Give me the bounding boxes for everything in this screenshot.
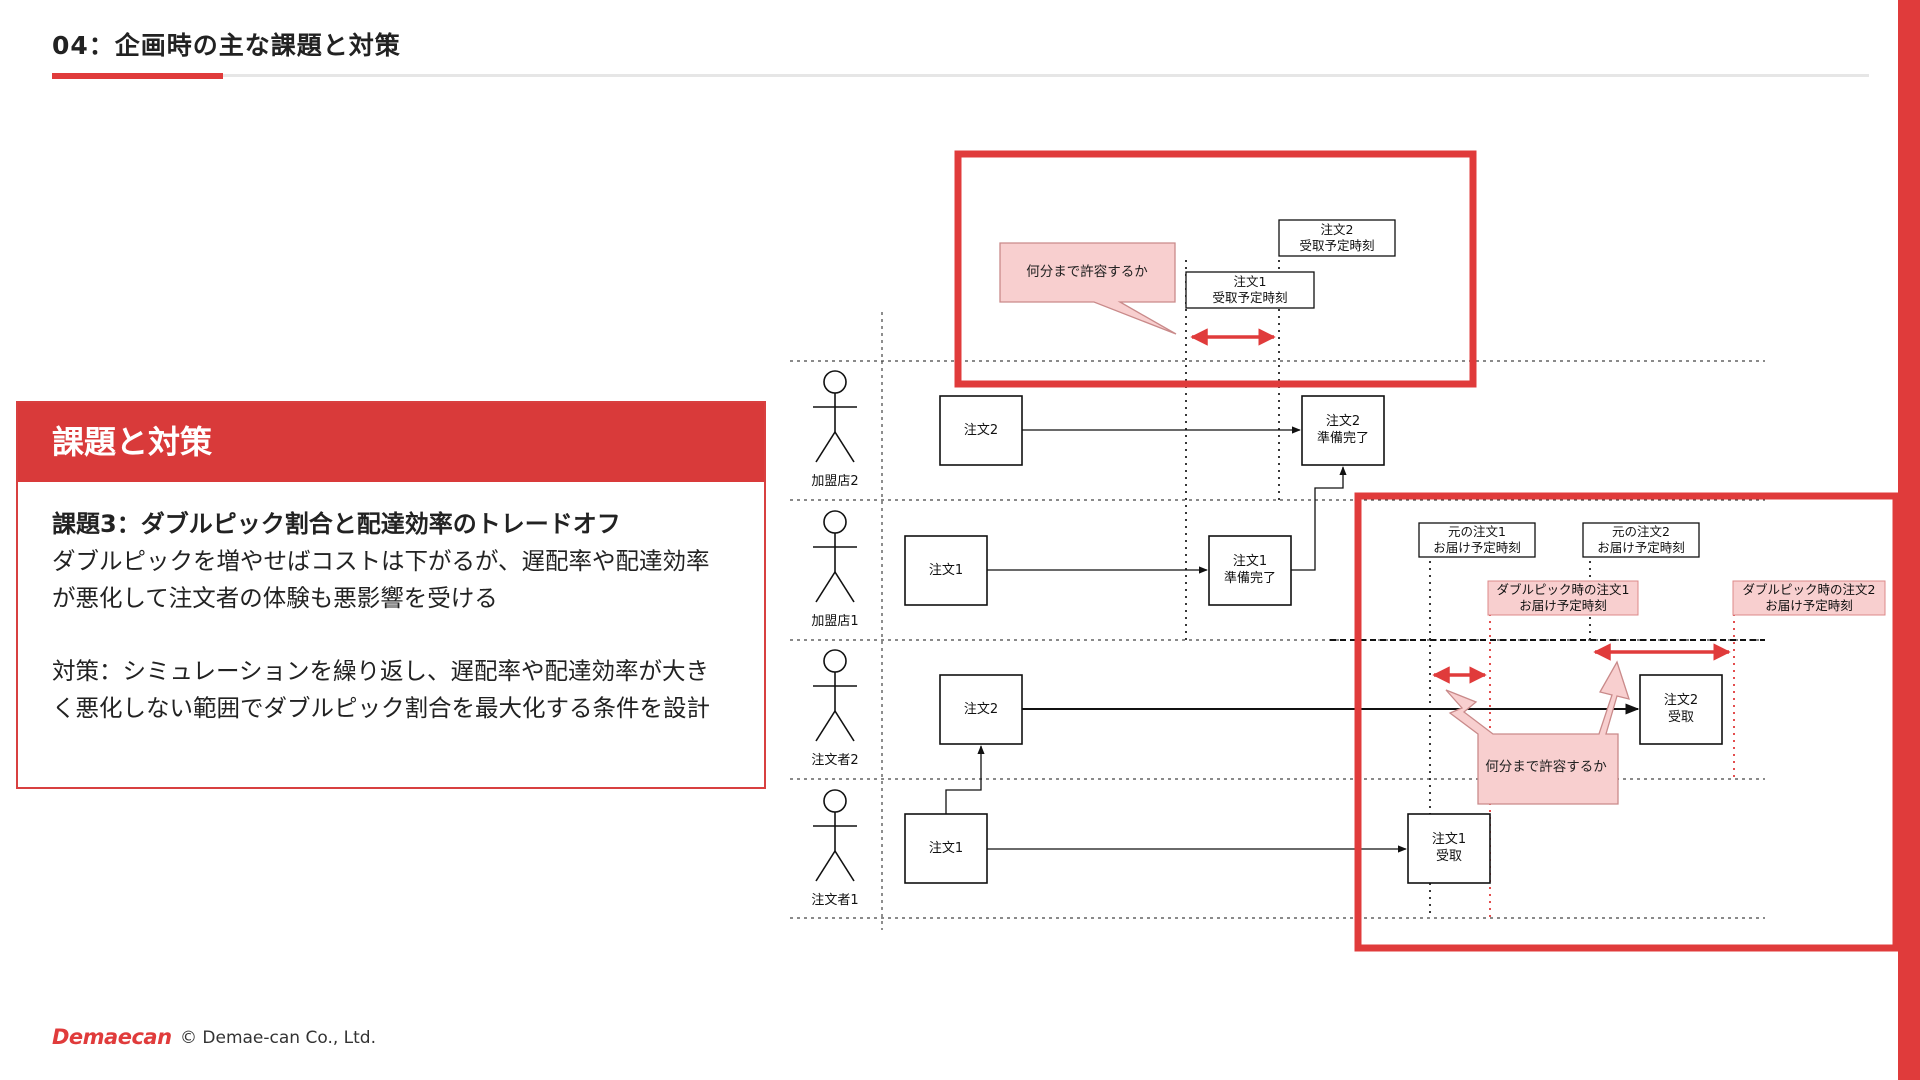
label-text: お届け予定時刻	[1433, 540, 1521, 555]
customer1-order-box	[904, 813, 988, 884]
box-label: 注文1	[1233, 554, 1267, 569]
orig2-label-box	[1582, 522, 1700, 558]
arrow-customer1-to-customer2	[945, 745, 985, 814]
label-text: お届け予定時刻	[1765, 598, 1853, 613]
measure-text: 対策：シミュレーションを繰り返し、遅配率や配達効率が大きく悪化しない範囲でダブル…	[52, 657, 710, 722]
page-title: 04：企画時の主な課題と対策	[52, 31, 401, 60]
customer2-receive-box	[1639, 674, 1723, 745]
box-label: 注文2	[964, 702, 998, 717]
dp1-label-box	[1487, 580, 1639, 616]
footer-copyright: © Demae-can Co., Ltd.	[180, 1028, 376, 1048]
issue-text: ダブルピックを増やせばコストは下がるが、遅配率や配達効率が悪化して注文者の体験も…	[52, 547, 710, 612]
title-accent-bar	[52, 73, 223, 79]
label-text: ダブルピック時の注文2	[1743, 582, 1876, 597]
label-text: 元の注文1	[1448, 524, 1506, 539]
label-text: 元の注文2	[1612, 524, 1670, 539]
customer1-receive-box	[1407, 813, 1491, 884]
actor-customer2-icon	[813, 649, 857, 742]
issue-panel: 課題と対策 課題3：ダブルピック割合と配達効率のトレードオフ ダブルピックを増や…	[16, 401, 766, 789]
box-label: 受取	[1668, 710, 1694, 725]
actor-label: 注文者1	[811, 893, 858, 908]
callout-bottom: 何分まで許容するか	[1445, 660, 1630, 805]
panel-heading: 課題と対策	[18, 403, 764, 482]
actor-store1-icon	[813, 510, 857, 603]
label-text: 注文2	[1321, 222, 1354, 237]
highlight-frame-bottom	[1354, 492, 1900, 952]
callout-top: 何分まで許容するか	[999, 242, 1177, 335]
label-text: 受取予定時刻	[1299, 238, 1374, 253]
box-label: 注文1	[929, 563, 963, 578]
store2-ready-box	[1301, 395, 1385, 466]
actor-label: 注文者2	[811, 753, 858, 768]
panel-body: 課題3：ダブルピック割合と配達効率のトレードオフ ダブルピックを増やせばコストは…	[18, 482, 764, 727]
store2-order-box	[939, 395, 1023, 466]
actor-label: 加盟店2	[811, 474, 858, 489]
callout-bottom-text: 何分まで許容するか	[1485, 758, 1607, 775]
box-label: 注文1	[929, 841, 963, 856]
box-label: 準備完了	[1224, 570, 1276, 586]
actor-label: 加盟店1	[811, 614, 858, 629]
callout-top-text: 何分まで許容するか	[1026, 263, 1148, 280]
title-divider	[52, 74, 1869, 77]
pickup1-label-box	[1185, 271, 1315, 309]
actor-customer1-icon	[813, 789, 857, 882]
store1-ready-box	[1208, 535, 1292, 606]
box-label: 注文2	[1326, 414, 1360, 429]
right-edge-bar	[1898, 0, 1920, 1080]
orig1-label-box	[1418, 522, 1536, 558]
arrow-store1-to-store2	[1291, 466, 1347, 571]
pickup2-label-box	[1278, 219, 1396, 257]
box-label: 注文2	[1664, 693, 1698, 708]
box-label: 準備完了	[1317, 430, 1369, 446]
highlight-frame-top	[954, 150, 1477, 388]
customer2-order-box	[939, 674, 1023, 745]
label-text: お届け予定時刻	[1519, 598, 1607, 613]
label-text: 受取予定時刻	[1212, 290, 1287, 305]
issue-title: 課題3：ダブルピック割合と配達効率のトレードオフ	[52, 510, 621, 538]
box-label: 注文1	[1432, 832, 1466, 847]
dp2-label-box	[1732, 580, 1886, 616]
red-time-guides	[1489, 600, 1735, 918]
store1-order-box	[904, 535, 988, 606]
box-label: 注文2	[964, 423, 998, 438]
label-text: ダブルピック時の注文1	[1497, 582, 1630, 597]
label-text: お届け予定時刻	[1597, 540, 1685, 555]
box-label: 受取	[1436, 849, 1462, 864]
actor-store2-icon	[813, 370, 857, 463]
label-text: 注文1	[1234, 274, 1267, 289]
demaecan-logo: Demaecan	[52, 1025, 172, 1049]
